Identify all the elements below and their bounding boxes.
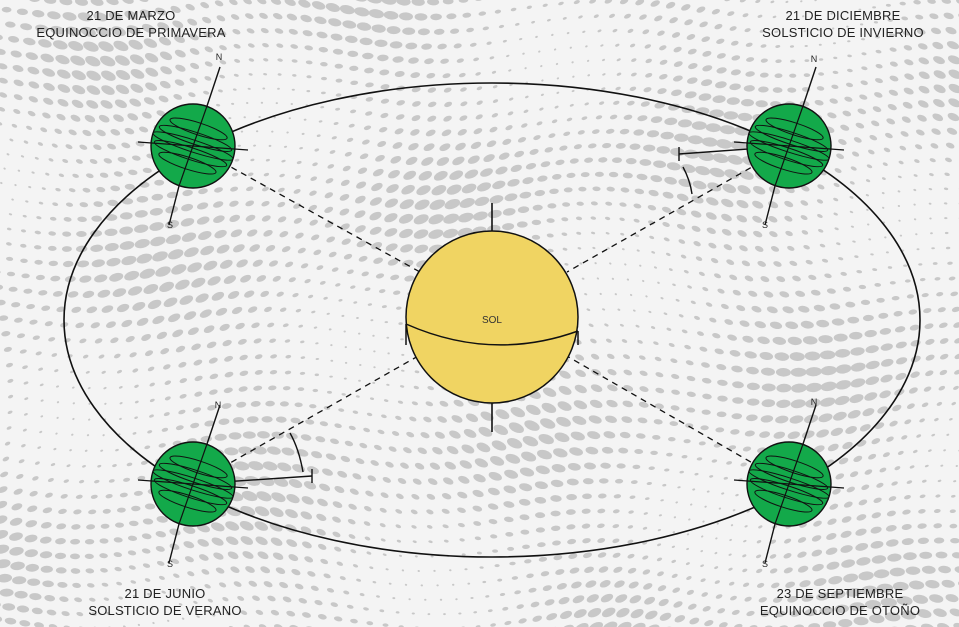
earth-june: NS — [137, 400, 249, 569]
label-september-date: 23 DE SEPTIEMBRE — [776, 586, 904, 601]
earth-orbit — [63, 82, 921, 558]
north-label: N — [811, 54, 818, 64]
label-december-date: 21 DE DICIEMBRE — [785, 8, 901, 23]
sun-earth-lines — [192, 145, 790, 485]
sun-sphere — [405, 230, 579, 404]
north-label: N — [811, 397, 818, 407]
label-june-date: 21 DE JUNIO — [124, 586, 206, 601]
label-september-event: EQUINOCCIO DE OTOÑO — [759, 603, 921, 618]
earth-axis — [764, 523, 776, 564]
label-june: 21 DE JUNIO SOLSTICIO DE VERANO — [55, 585, 275, 619]
north-label: N — [216, 52, 223, 62]
label-march-event: EQUINOCCIO DE PRIMAVERA — [36, 25, 226, 40]
label-september: 23 DE SEPTIEMBRE EQUINOCCIO DE OTOÑO — [725, 585, 955, 619]
sun: SOL — [405, 203, 579, 432]
earth-axis — [168, 185, 180, 226]
earth-march: NS — [137, 52, 249, 230]
south-label: S — [167, 559, 173, 569]
label-march: 21 DE MARZO EQUINOCCIO DE PRIMAVERA — [3, 7, 259, 41]
earth-axis — [206, 66, 221, 107]
label-december-event: SOLSTICIO DE INVIERNO — [762, 25, 924, 40]
south-label: S — [167, 220, 173, 230]
south-label: S — [762, 220, 768, 230]
earth-axis — [764, 185, 776, 226]
line-december — [566, 145, 790, 273]
south-label: S — [762, 559, 768, 569]
north-label: N — [215, 400, 222, 410]
label-june-event: SOLSTICIO DE VERANO — [88, 603, 242, 618]
sun-equator — [405, 323, 579, 346]
label-march-date: 21 DE MARZO — [86, 8, 176, 23]
earth-axis — [206, 404, 221, 445]
earth-axis — [802, 404, 817, 445]
earth-axis — [168, 523, 180, 564]
earth-axis — [802, 66, 817, 107]
label-december: 21 DE DICIEMBRE SOLSTICIO DE INVIERNO — [733, 7, 953, 41]
earth-december: NS — [733, 54, 845, 230]
earth-september: NS — [733, 397, 845, 569]
sun-label: SOL — [482, 315, 502, 326]
